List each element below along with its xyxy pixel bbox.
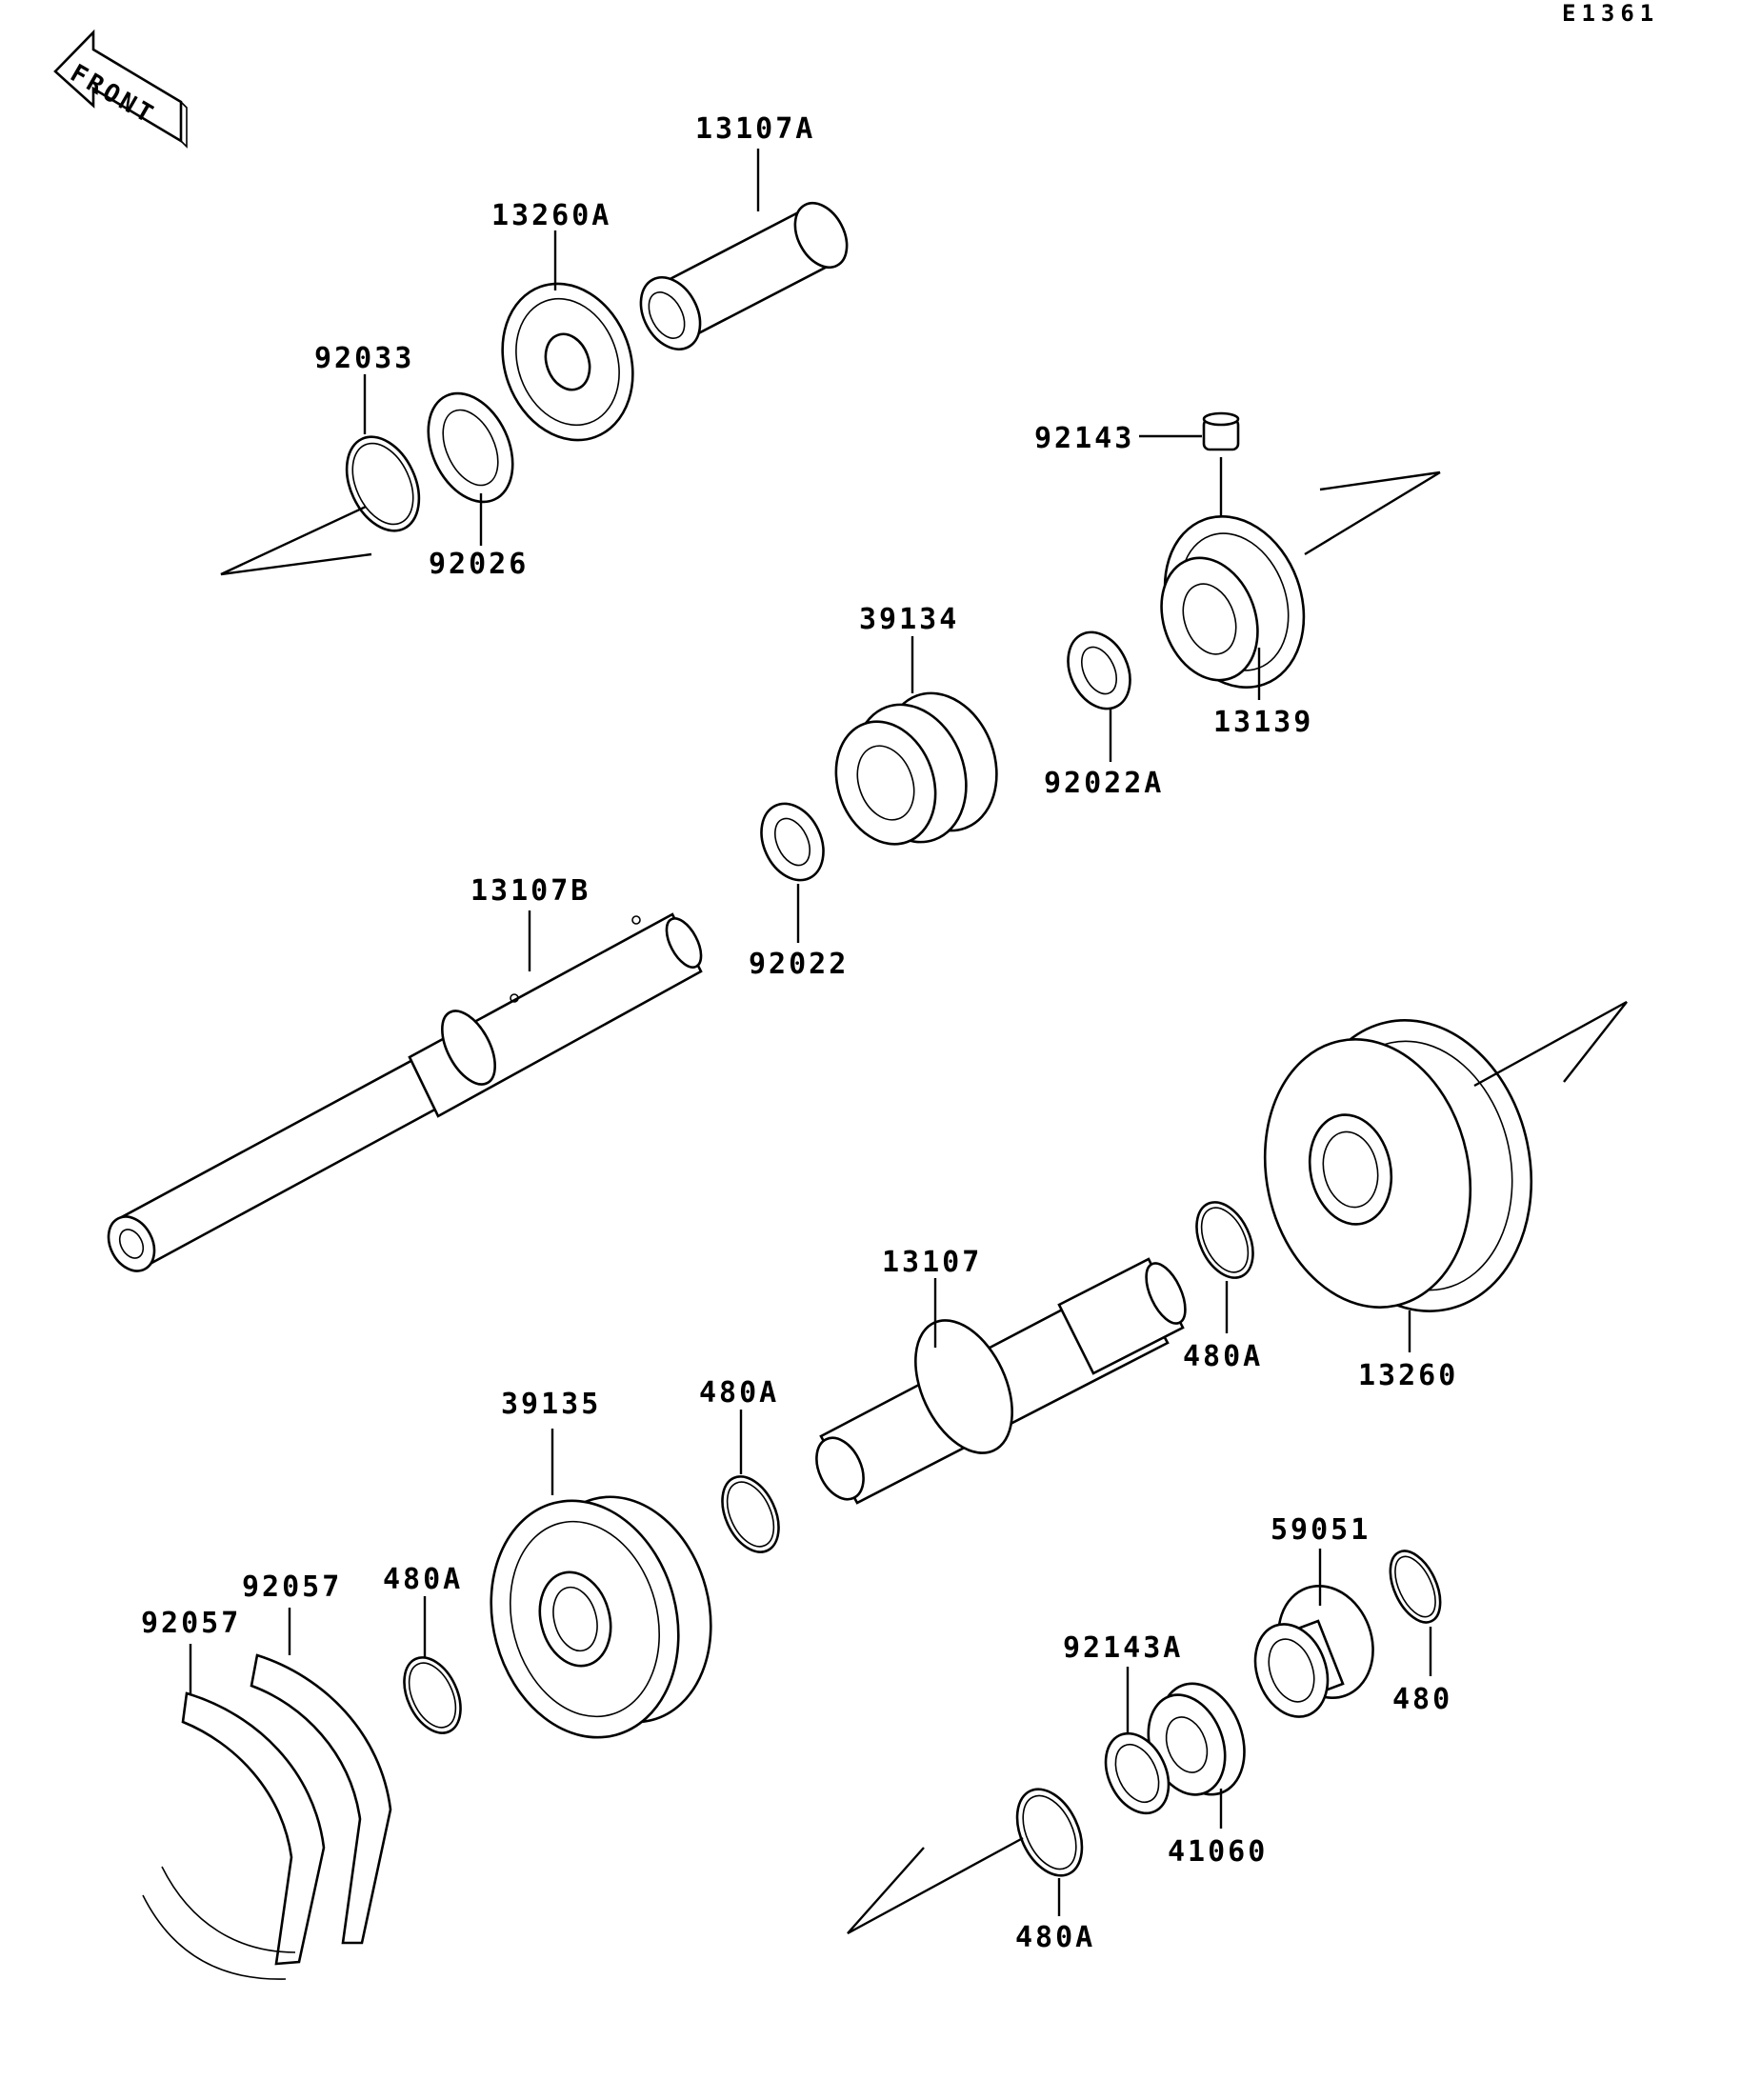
part-92026-washer: [427, 391, 514, 504]
part-13260-gear: [1263, 1019, 1533, 1312]
label-480: 480: [1392, 1683, 1452, 1716]
part-480A-circlip-left: [403, 1656, 462, 1734]
label-13107: 13107: [882, 1246, 982, 1279]
label-39135: 39135: [501, 1388, 601, 1421]
label-13260A: 13260A: [491, 199, 611, 232]
part-13107B-shaft: [107, 912, 703, 1272]
label-41060: 41060: [1168, 1835, 1268, 1869]
part-13107-shaft: [815, 1257, 1187, 1505]
part-39134-gear: [834, 691, 998, 846]
part-92057-chain-left: [142, 1691, 326, 1980]
part-13107A-sleeve: [639, 201, 849, 350]
label-480A-left: 480A: [383, 1563, 463, 1596]
label-13260: 13260: [1358, 1359, 1458, 1392]
axis-guide-middle-right: [1473, 1000, 1628, 1088]
axis-guide-upper-right: [1304, 470, 1441, 556]
part-92022-washer: [760, 802, 825, 882]
part-480A-circlip-bottom: [1015, 1788, 1084, 1877]
label-92143: 92143: [1034, 422, 1134, 455]
part-92033-circlip: [345, 435, 421, 532]
label-92022: 92022: [749, 948, 849, 981]
part-480A-circlip-upper: [1195, 1201, 1254, 1279]
part-59051-hub: [1253, 1584, 1374, 1718]
label-480A-bottom: 480A: [1015, 1921, 1095, 1954]
label-13139: 13139: [1213, 706, 1313, 739]
label-92143A: 92143A: [1063, 1631, 1183, 1665]
label-480A-center: 480A: [699, 1376, 779, 1410]
part-13260A-gear: [501, 282, 634, 442]
part-92022A-washer: [1067, 630, 1131, 710]
label-480A-upper-right: 480A: [1183, 1340, 1263, 1373]
part-92143-collar: [1202, 411, 1240, 451]
label-92033: 92033: [314, 342, 414, 375]
label-92057-right: 92057: [242, 1570, 342, 1604]
label-39134: 39134: [859, 603, 959, 636]
part-92143A-ring: [1104, 1731, 1171, 1815]
axis-guide-lower: [847, 1836, 1024, 1935]
part-480-circlip: [1389, 1550, 1442, 1624]
label-59051: 59051: [1271, 1513, 1371, 1547]
part-480A-circlip-center: [721, 1475, 780, 1553]
part-39135-gear: [490, 1495, 712, 1739]
label-13107A: 13107A: [695, 112, 815, 146]
diagram-code: E1361: [1562, 0, 1659, 27]
part-13139-gear: [1160, 514, 1306, 690]
front-arrow-icon: FRONT: [53, 29, 188, 149]
part-92057-chain-right: [250, 1653, 392, 1945]
label-92026: 92026: [429, 548, 529, 581]
label-92022A: 92022A: [1044, 767, 1164, 800]
axis-guide-upper-left: [220, 505, 372, 576]
label-92057-left: 92057: [141, 1607, 241, 1640]
label-13107B: 13107B: [470, 874, 590, 908]
